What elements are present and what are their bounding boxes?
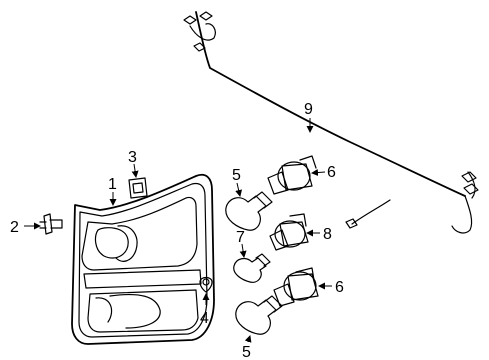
bulb-lower — [235, 295, 283, 335]
callout-4: 4 — [200, 310, 209, 327]
callout-9: 9 — [304, 101, 313, 118]
callout-8: 8 — [323, 226, 332, 243]
leader-lines — [24, 118, 332, 343]
tail-lamp-assembly — [71, 173, 215, 345]
callout-1: 1 — [108, 176, 117, 193]
clip-nut — [128, 177, 148, 199]
grommet — [199, 276, 213, 293]
callout-2: 2 — [10, 219, 19, 236]
callout-5-lower: 5 — [242, 344, 251, 360]
bulb-small — [233, 253, 271, 283]
bulb-upper — [225, 191, 273, 231]
wiring-harness — [183, 11, 479, 234]
callout-7: 7 — [236, 229, 245, 246]
callout-6-lower: 6 — [335, 279, 344, 296]
socket-upper — [267, 155, 317, 195]
socket-middle — [269, 213, 309, 251]
callout-5-upper: 5 — [232, 167, 241, 184]
screw — [39, 213, 63, 235]
callout-3: 3 — [128, 149, 137, 166]
callout-6-upper: 6 — [327, 164, 336, 181]
socket-lower — [273, 267, 319, 307]
